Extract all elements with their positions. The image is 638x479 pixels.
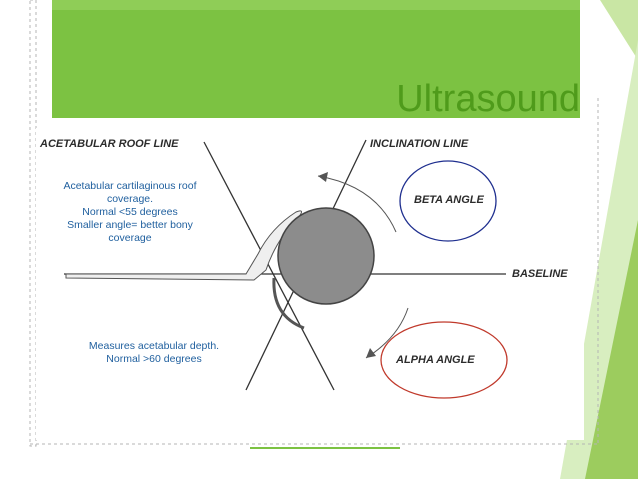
alpha-note-line1: Measures acetabular depth. — [88, 340, 220, 352]
beta-note-line5: coverage — [108, 232, 152, 244]
beta-angle-label: BETA ANGLE — [414, 194, 484, 206]
top-green-banner-shade — [52, 0, 580, 10]
beta-angle-note: Acetabular cartilaginous roof coverage. … — [46, 180, 214, 245]
right-triangle-light — [600, 0, 638, 60]
alpha-note-line2: Normal >60 degrees — [106, 353, 202, 365]
alpha-angle-note: Measures acetabular depth. Normal >60 de… — [64, 340, 244, 366]
beta-note-line4: Smaller angle= better bony — [67, 219, 193, 231]
alpha-arrow-head — [366, 348, 376, 358]
hip-ultrasound-diagram: ACETABULAR ROOF LINE INCLINATION LINE BE… — [36, 128, 584, 440]
top-green-banner — [52, 0, 580, 118]
right-triangle-dark — [585, 220, 638, 479]
alpha-angle-oval — [380, 321, 508, 399]
beta-angle-arc — [317, 175, 397, 233]
ilium-outline — [65, 210, 302, 281]
diagram-drawing — [64, 139, 508, 399]
acetabular-roof-line — [203, 141, 335, 391]
beta-note-line2: coverage. — [106, 193, 154, 205]
inclination-line-label: INCLINATION LINE — [370, 138, 469, 150]
baseline-label: BASELINE — [512, 268, 568, 280]
slide-title: Ultrasound — [396, 78, 580, 120]
femoral-head — [277, 207, 375, 305]
beta-note-line3: Normal <55 degrees — [82, 206, 178, 218]
cartilage-arc — [272, 277, 305, 330]
alpha-angle-label: ALPHA ANGLE — [396, 354, 475, 366]
alpha-angle-arc — [365, 307, 409, 359]
beta-angle-oval — [399, 160, 497, 242]
beta-note-line1: Acetabular cartilaginous roof — [63, 180, 197, 192]
acetabular-roof-line-label: ACETABULAR ROOF LINE — [40, 138, 179, 150]
beta-arrow-head — [318, 172, 328, 182]
